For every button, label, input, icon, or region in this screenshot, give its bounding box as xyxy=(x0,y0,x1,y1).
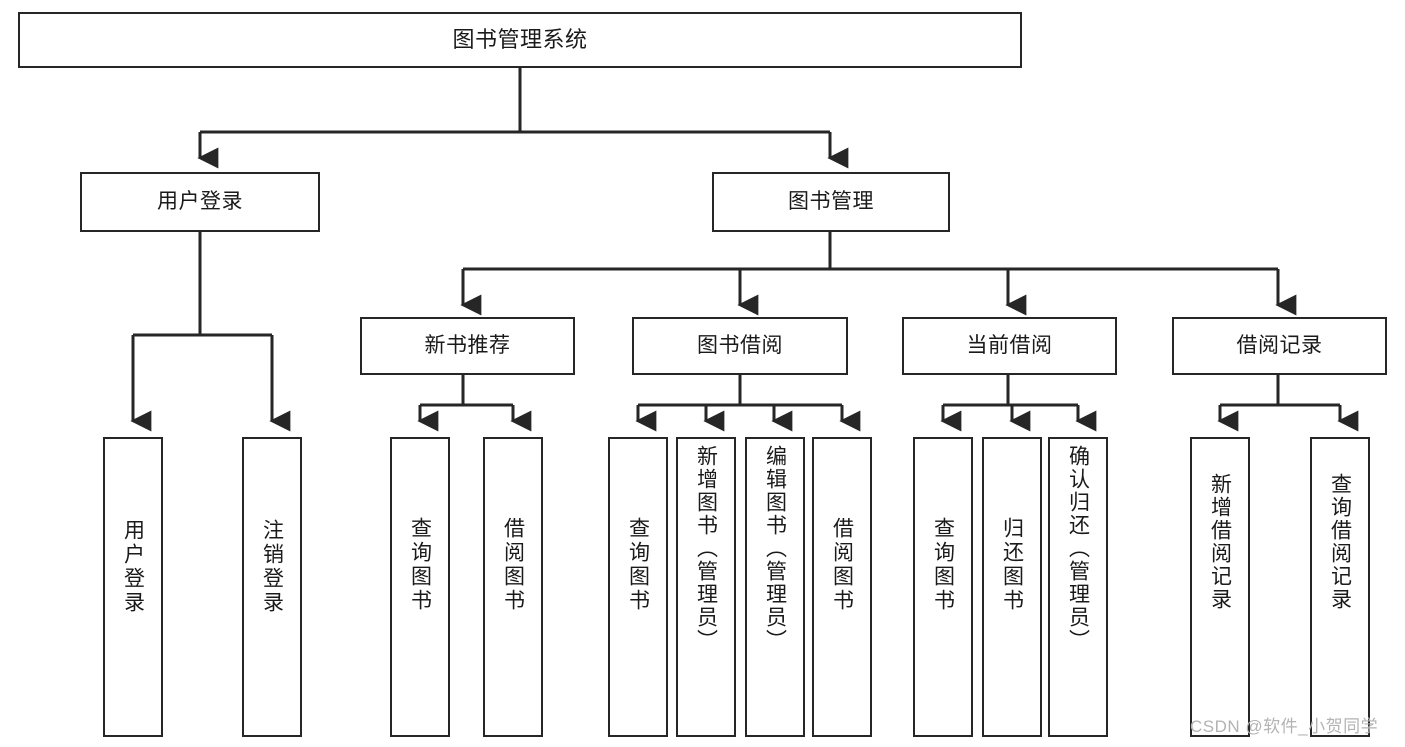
node-user-login-label: 用户登录 xyxy=(157,189,243,213)
node-leaf-borrow-book-2[interactable]: 借阅图书 xyxy=(812,437,872,737)
node-leaf-borrow-book-2-label: 借阅图书 xyxy=(830,517,854,613)
node-leaf-confirm-return-label: 确认归还（管理员） xyxy=(1066,445,1090,652)
node-leaf-query-record-label: 查询借阅记录 xyxy=(1328,473,1352,611)
node-book-manage[interactable]: 图书管理 xyxy=(712,172,950,232)
node-leaf-user-logout[interactable]: 注销登录 xyxy=(242,437,302,737)
node-new-book-recommend[interactable]: 新书推荐 xyxy=(360,317,575,375)
node-leaf-query-book-2[interactable]: 查询图书 xyxy=(608,437,668,737)
node-new-book-recommend-label: 新书推荐 xyxy=(424,333,511,357)
node-leaf-add-record[interactable]: 新增借阅记录 xyxy=(1190,437,1250,737)
node-leaf-query-record[interactable]: 查询借阅记录 xyxy=(1310,437,1370,737)
node-current-borrow[interactable]: 当前借阅 xyxy=(902,317,1117,375)
node-leaf-confirm-return[interactable]: 确认归还（管理员） xyxy=(1048,437,1108,737)
node-borrow-record[interactable]: 借阅记录 xyxy=(1172,317,1387,375)
node-book-borrow[interactable]: 图书借阅 xyxy=(632,317,848,375)
node-borrow-record-label: 借阅记录 xyxy=(1236,333,1323,357)
node-leaf-borrow-book-1[interactable]: 借阅图书 xyxy=(483,437,543,737)
node-leaf-query-book-3[interactable]: 查询图书 xyxy=(913,437,973,737)
node-leaf-add-record-label: 新增借阅记录 xyxy=(1208,473,1232,611)
node-current-borrow-label: 当前借阅 xyxy=(966,333,1053,357)
node-leaf-user-logout-label: 注销登录 xyxy=(260,519,284,615)
node-leaf-add-book[interactable]: 新增图书（管理员） xyxy=(676,437,736,737)
node-leaf-user-login[interactable]: 用户登录 xyxy=(103,437,163,737)
node-leaf-query-book-1-label: 查询图书 xyxy=(408,517,432,613)
node-user-login[interactable]: 用户登录 xyxy=(80,172,320,232)
node-leaf-borrow-book-1-label: 借阅图书 xyxy=(501,517,525,613)
node-leaf-query-book-1[interactable]: 查询图书 xyxy=(390,437,450,737)
node-leaf-return-book-label: 归还图书 xyxy=(1000,517,1024,613)
node-leaf-edit-book-label: 编辑图书（管理员） xyxy=(763,445,787,652)
node-leaf-query-book-2-label: 查询图书 xyxy=(626,517,650,613)
node-leaf-add-book-label: 新增图书（管理员） xyxy=(694,445,718,652)
node-leaf-user-login-label: 用户登录 xyxy=(121,519,145,615)
node-root-label: 图书管理系统 xyxy=(452,27,588,53)
node-leaf-edit-book[interactable]: 编辑图书（管理员） xyxy=(745,437,805,737)
node-book-manage-label: 图书管理 xyxy=(788,189,874,213)
node-book-borrow-label: 图书借阅 xyxy=(697,333,783,357)
node-root[interactable]: 图书管理系统 xyxy=(18,12,1022,68)
node-leaf-return-book[interactable]: 归还图书 xyxy=(982,437,1042,737)
node-leaf-query-book-3-label: 查询图书 xyxy=(931,517,955,613)
